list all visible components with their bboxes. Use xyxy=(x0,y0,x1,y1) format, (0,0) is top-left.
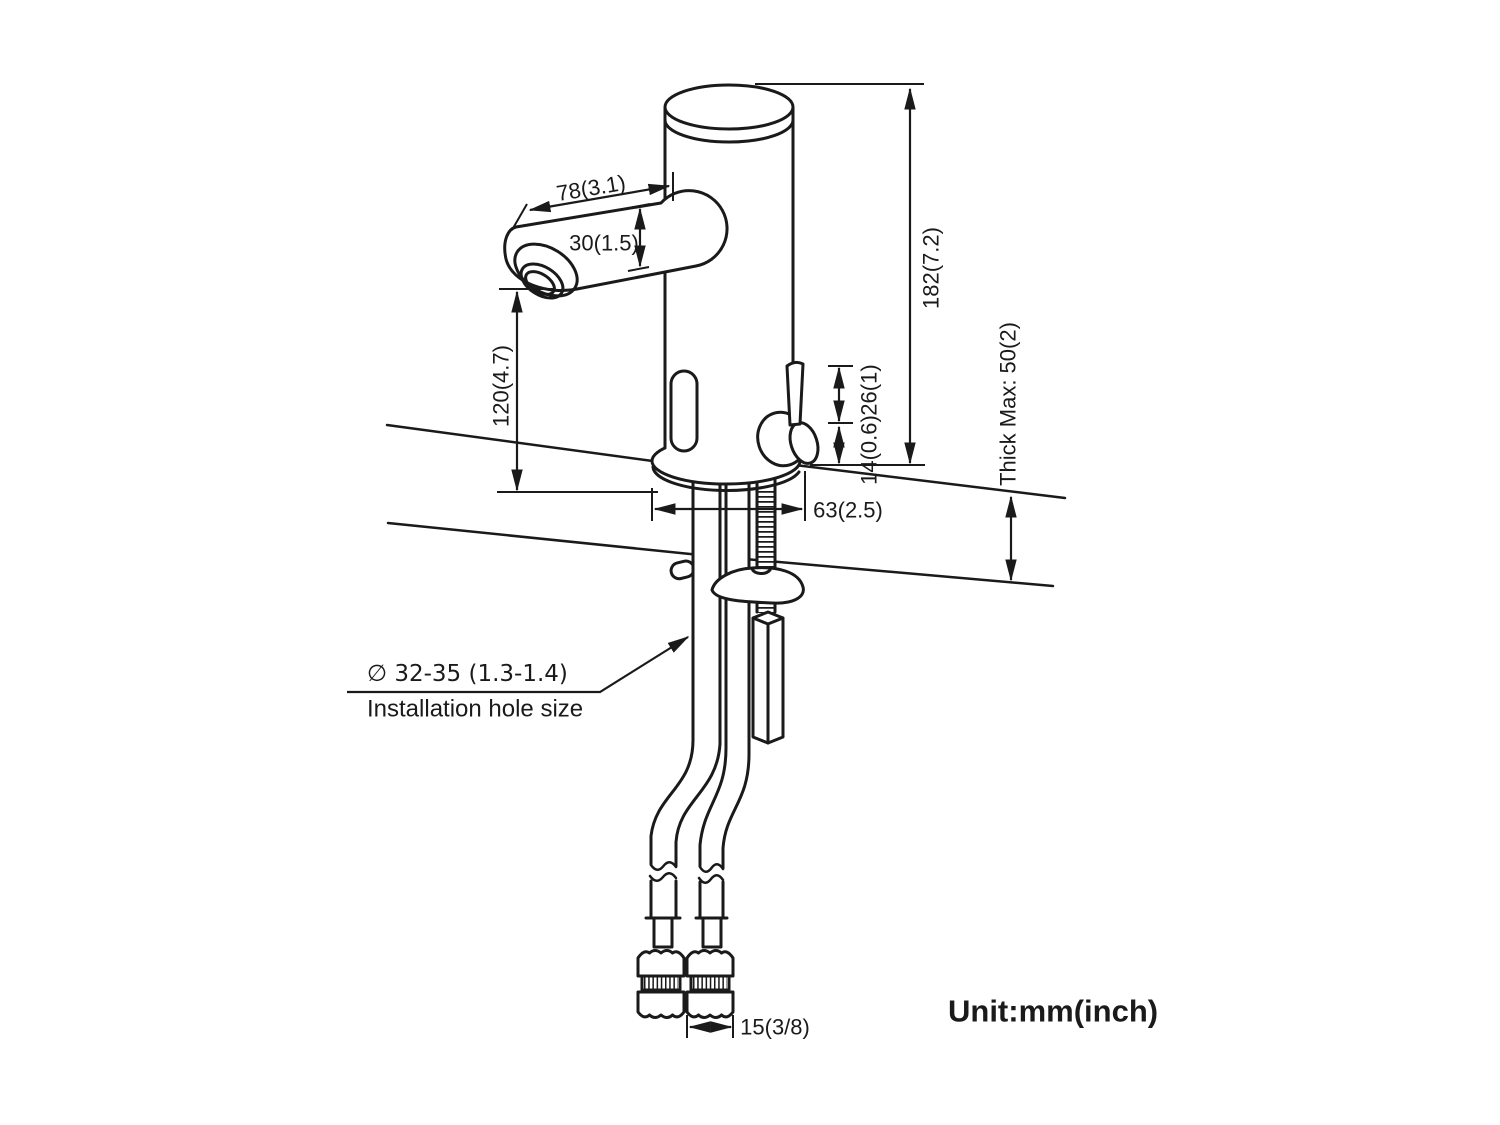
handle-lever xyxy=(785,360,805,427)
hose-connectors xyxy=(638,951,733,1018)
dim-spout-height: 30(1.5) xyxy=(569,203,651,272)
label-spout-reach: 78(3.1) xyxy=(555,170,628,206)
hex-standoff xyxy=(751,610,785,745)
hose-connector-left xyxy=(638,951,684,1018)
top-cap xyxy=(663,83,795,131)
label-connector-width: 15(3/8) xyxy=(740,1015,810,1040)
label-outlet-height: 120(4.7) xyxy=(489,345,514,427)
dim-lever-height: 26(1) xyxy=(828,364,882,424)
handle xyxy=(756,360,820,468)
label-deck-thickness: Thick Max: 50(2) xyxy=(996,322,1021,486)
faucet-body xyxy=(663,83,795,454)
label-spout-height: 30(1.5) xyxy=(569,231,639,256)
hose-connector-right xyxy=(687,951,733,1018)
dim-collar-height: 14(0.6) xyxy=(833,415,882,485)
dim-outlet-height: 120(4.7) xyxy=(489,288,658,493)
cap-seam xyxy=(663,118,795,144)
label-lever-height: 26(1) xyxy=(857,364,882,415)
callout-installation-hole: ∅ 32-35 (1.3-1.4) Installation hole size xyxy=(347,636,690,723)
label-hole-caption: Installation hole size xyxy=(367,696,583,723)
mounting-bracket xyxy=(710,566,805,605)
label-base-width: 63(2.5) xyxy=(813,498,883,523)
dim-connector-width: 15(3/8) xyxy=(686,1015,810,1040)
spout xyxy=(503,189,729,300)
dim-base-width: 63(2.5) xyxy=(651,471,883,523)
supply-hoses xyxy=(644,468,751,949)
hose-break-mark xyxy=(649,861,678,871)
label-hole-size: ∅ 32-35 (1.3-1.4) xyxy=(367,661,568,687)
label-collar-height: 14(0.6) xyxy=(857,415,882,485)
label-total-height: 182(7.2) xyxy=(919,227,944,309)
dim-deck-thickness: Thick Max: 50(2) xyxy=(996,322,1021,582)
dim-total-height: 182(7.2) xyxy=(755,83,944,466)
unit-note: Unit:mm(inch) xyxy=(948,994,1158,1029)
countertop-section xyxy=(385,423,1067,588)
sensor-window xyxy=(669,369,699,453)
